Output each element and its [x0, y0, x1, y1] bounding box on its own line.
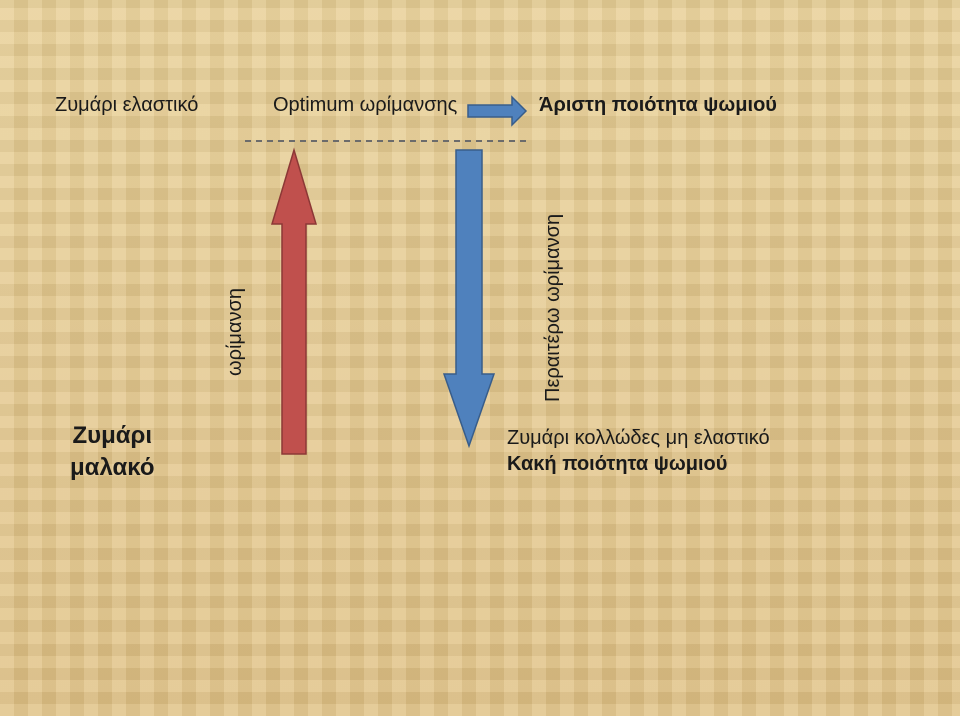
soft-line-2: μαλακό: [70, 454, 155, 481]
label-further-ripening-vertical: Περαιτέρω ωρίμανση: [542, 213, 564, 402]
label-elastic-dough: Ζυμάρι ελαστικό: [55, 94, 199, 116]
label-best-bread-quality: Άριστη ποιότητα ψωμιού: [539, 94, 777, 116]
label-ripening-vertical: ωρίμανση: [224, 288, 246, 376]
down-arrow-icon: [442, 149, 496, 449]
label-optimum-ripening: Optimum ωρίμανσης: [273, 94, 458, 116]
up-arrow-icon: [270, 147, 318, 455]
label-soft-dough: Ζυμάρι μαλακό: [70, 420, 155, 484]
label-sticky-dough-group: Ζυμάρι κολλώδες μη ελαστικό Κακή ποιότητ…: [507, 425, 770, 477]
right-arrow-icon: [467, 95, 528, 127]
label-sticky-dough: Ζυμάρι κολλώδες μη ελαστικό: [507, 427, 770, 449]
soft-line-1: Ζυμάρι: [72, 422, 153, 449]
label-bad-bread-quality: Κακή ποιότητα ψωμιού: [507, 453, 728, 475]
